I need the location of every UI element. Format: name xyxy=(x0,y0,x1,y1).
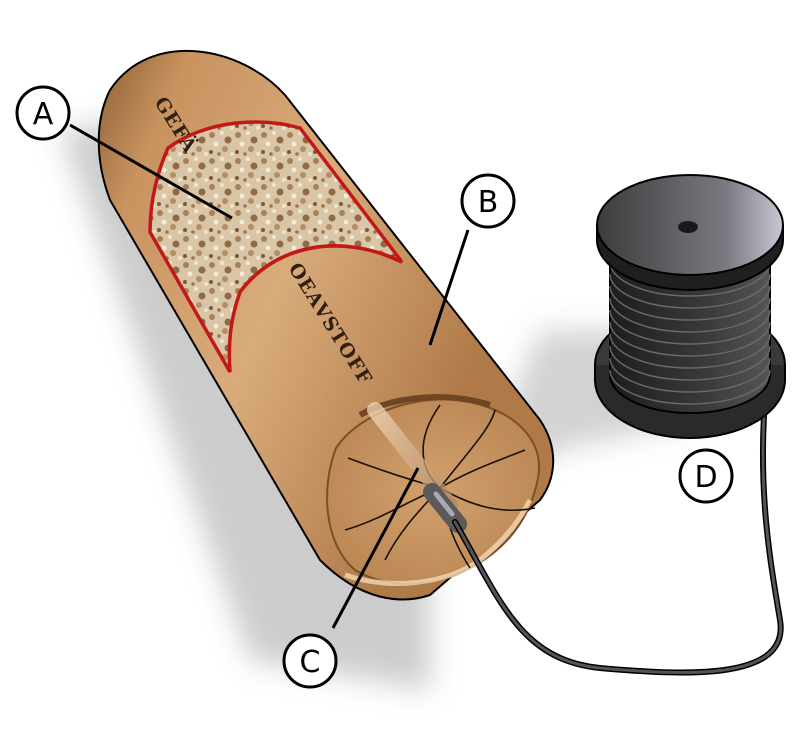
callout-a: A xyxy=(15,85,71,141)
spool-windings xyxy=(609,261,771,405)
callout-b: B xyxy=(460,173,516,229)
callout-a-label: A xyxy=(33,97,54,132)
leader-lines xyxy=(69,123,470,629)
callout-b-label: B xyxy=(478,185,499,220)
fuse-cable-core xyxy=(453,366,783,674)
cutaway-edge-highlight xyxy=(238,244,403,294)
leader-line-a xyxy=(69,123,233,220)
leader-line-c xyxy=(331,467,420,629)
stick-end-rim xyxy=(344,498,533,586)
callout-c: C xyxy=(282,633,338,689)
detonator-cap-highlight xyxy=(433,491,455,517)
cable-spool xyxy=(594,174,786,439)
dynamite-stick: GEFÄ OEAVSTOFF xyxy=(97,49,555,601)
callout-d-label: D xyxy=(694,460,717,495)
callout-c-label: C xyxy=(300,645,321,680)
spool-hole xyxy=(678,221,698,233)
leader-line-b xyxy=(428,229,470,346)
callout-d: D xyxy=(678,448,734,504)
